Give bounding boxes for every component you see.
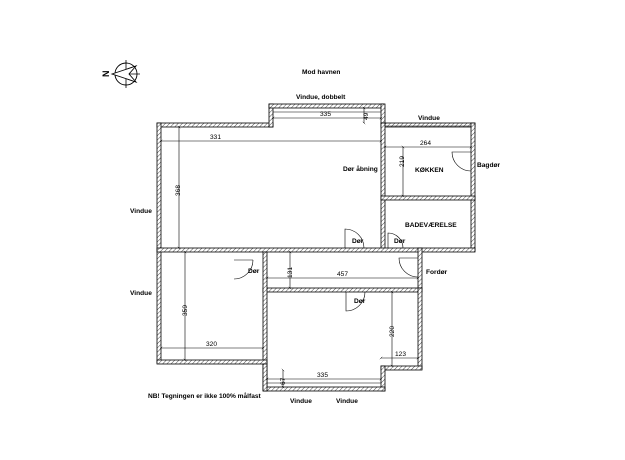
dim-kitchen-depth: 219 [399, 156, 406, 167]
dim-kitchen-width: 264 [420, 140, 431, 147]
dim-living-width: 331 [210, 134, 221, 141]
dim-top-window-width: 335 [320, 111, 331, 118]
north-letter: N [101, 71, 111, 78]
dimension-lines [159, 106, 473, 389]
door-swings [233, 151, 472, 312]
label-door-bedroom1: Dør [248, 268, 260, 275]
dim-bed2-depth: 220 [389, 326, 396, 337]
label-window-left-lower: Vindue [130, 290, 152, 297]
windows [267, 111, 471, 384]
plan-title: Mod havnen [302, 69, 340, 76]
dim-bottom-window-width: 335 [317, 372, 328, 379]
label-door-bath: Dør [394, 238, 406, 245]
dim-bed1-depth: 359 [182, 305, 189, 316]
compass-icon: N [101, 60, 140, 88]
label-kitchen: KØKKEN [415, 167, 444, 174]
label-front-door: Fordør [426, 269, 448, 276]
dim-bottom-window-depth: 67 [280, 377, 287, 385]
dim-hall-width: 131 [287, 267, 294, 278]
label-window-top-right: Vindue [418, 115, 440, 122]
label-door-living: Dør [352, 238, 364, 245]
dim-top-window-depth: 49 [363, 112, 370, 120]
dim-bed2-niche: 123 [395, 351, 406, 358]
label-window-bottom-2: Vindue [336, 398, 358, 405]
dim-bed1-width: 320 [206, 341, 217, 348]
label-bathroom: BADEVÆRELSE [405, 222, 457, 229]
label-back-door: Bagdør [477, 162, 501, 169]
label-door-opening: Dør åbning [343, 165, 378, 173]
label-window-bottom-1: Vindue [290, 398, 312, 405]
dim-living-depth: 368 [175, 185, 182, 196]
plan-note: NB! Tegningen er ikke 100% målfast [148, 392, 262, 400]
label-window-double: Vindue, dobbelt [296, 94, 346, 101]
label-window-left-upper: Vindue [130, 208, 152, 215]
dim-hall-length: 457 [337, 271, 348, 278]
label-door-bedroom2: Dør [354, 298, 366, 305]
walls [156, 103, 476, 392]
